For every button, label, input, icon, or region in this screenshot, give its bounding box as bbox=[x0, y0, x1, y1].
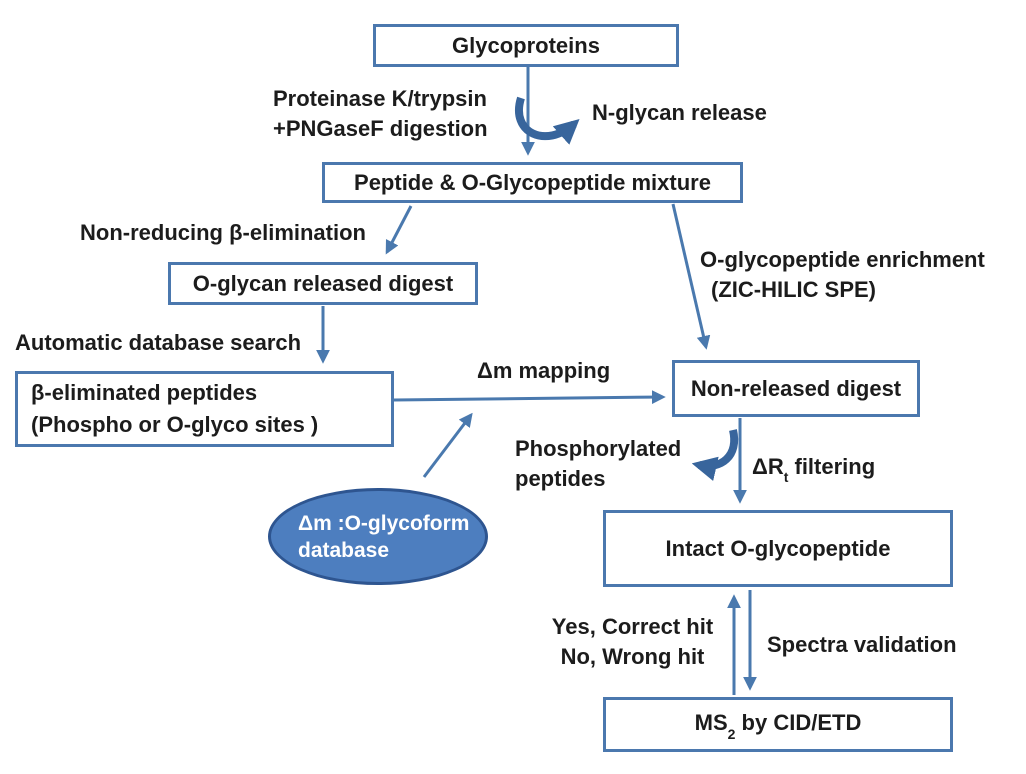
node-beta-eliminated-peptides: β-eliminated peptides (Phospho or O-glyc… bbox=[15, 371, 394, 447]
node-oglycan-released-digest: O-glycan released digest bbox=[168, 262, 478, 305]
node-glycoproteins-label: Glycoproteins bbox=[452, 32, 600, 58]
node-beta-eliminated-line2: (Phospho or O-glyco sites ) bbox=[31, 412, 319, 437]
label-yes-no-hit: Yes, Correct hit No, Wrong hit bbox=[540, 612, 725, 672]
label-proteinase-digestion: Proteinase K/trypsin +PNGaseF digestion bbox=[273, 84, 488, 144]
node-intact-oglycopeptide: Intact O-glycopeptide bbox=[603, 510, 953, 587]
node-beta-eliminated-line1: β-eliminated peptides bbox=[31, 380, 258, 405]
node-non-released-digest: Non-released digest bbox=[672, 360, 920, 417]
node-peptide-mixture: Peptide & O-Glycopeptide mixture bbox=[322, 162, 743, 203]
arrow-mixture-to-oglycan-released bbox=[385, 205, 413, 255]
label-enrichment-line2: (ZIC-HILIC SPE) bbox=[711, 277, 876, 302]
label-enrichment-line1: O-glycopeptide enrichment bbox=[700, 247, 985, 272]
node-dm-glycoform-database: Δm :O-glycoform database bbox=[268, 488, 488, 585]
ms2-subscript: 2 bbox=[727, 725, 736, 742]
label-non-reducing-beta-elimination: Non-reducing β-elimination bbox=[80, 220, 366, 245]
node-peptide-mixture-label: Peptide & O-Glycopeptide mixture bbox=[354, 169, 711, 195]
label-phospho-line2: peptides bbox=[515, 466, 606, 491]
label-automatic-database-search: Automatic database search bbox=[15, 330, 302, 355]
node-non-released-digest-label: Non-released digest bbox=[690, 375, 902, 401]
label-yes-correct-hit: Yes, Correct hit bbox=[551, 614, 714, 639]
label-proteinase-line2: +PNGaseF digestion bbox=[273, 116, 488, 141]
label-phospho-line1: Phosphorylated bbox=[515, 436, 682, 461]
label-proteinase-line1: Proteinase K/trypsin bbox=[273, 86, 487, 111]
arrow-beta-eliminated-to-non-released bbox=[393, 390, 666, 405]
drt-subscript: t bbox=[783, 469, 789, 486]
n-glycan-release-curve-arrow bbox=[515, 96, 580, 145]
label-no-wrong-hit: No, Wrong hit bbox=[560, 644, 705, 669]
node-ms2-label: MS2 by CID/ETD bbox=[694, 710, 862, 742]
node-ms2-cid-etd: MS2 by CID/ETD bbox=[603, 697, 953, 752]
label-drt-filtering: ΔRt filtering bbox=[752, 454, 876, 486]
label-spectra-validation: Spectra validation bbox=[767, 632, 957, 657]
ellipse-line1: Δm :O-glycoform bbox=[298, 511, 470, 535]
label-n-glycan-release: N-glycan release bbox=[592, 100, 767, 125]
ellipse-line2: database bbox=[298, 538, 390, 562]
label-phosphorylated-peptides: Phosphorylated peptides bbox=[515, 434, 681, 494]
phosphorylated-peptides-curve-arrow bbox=[691, 429, 739, 481]
node-glycoproteins: Glycoproteins bbox=[373, 24, 679, 67]
node-oglycan-released-digest-label: O-glycan released digest bbox=[192, 270, 454, 296]
arrow-database-to-mapping bbox=[422, 412, 473, 478]
node-intact-oglycopeptide-label: Intact O-glycopeptide bbox=[665, 535, 891, 561]
label-dm-mapping: Δm mapping bbox=[477, 358, 611, 383]
label-oglycopeptide-enrichment: O-glycopeptide enrichment (ZIC-HILIC SPE… bbox=[700, 245, 985, 305]
